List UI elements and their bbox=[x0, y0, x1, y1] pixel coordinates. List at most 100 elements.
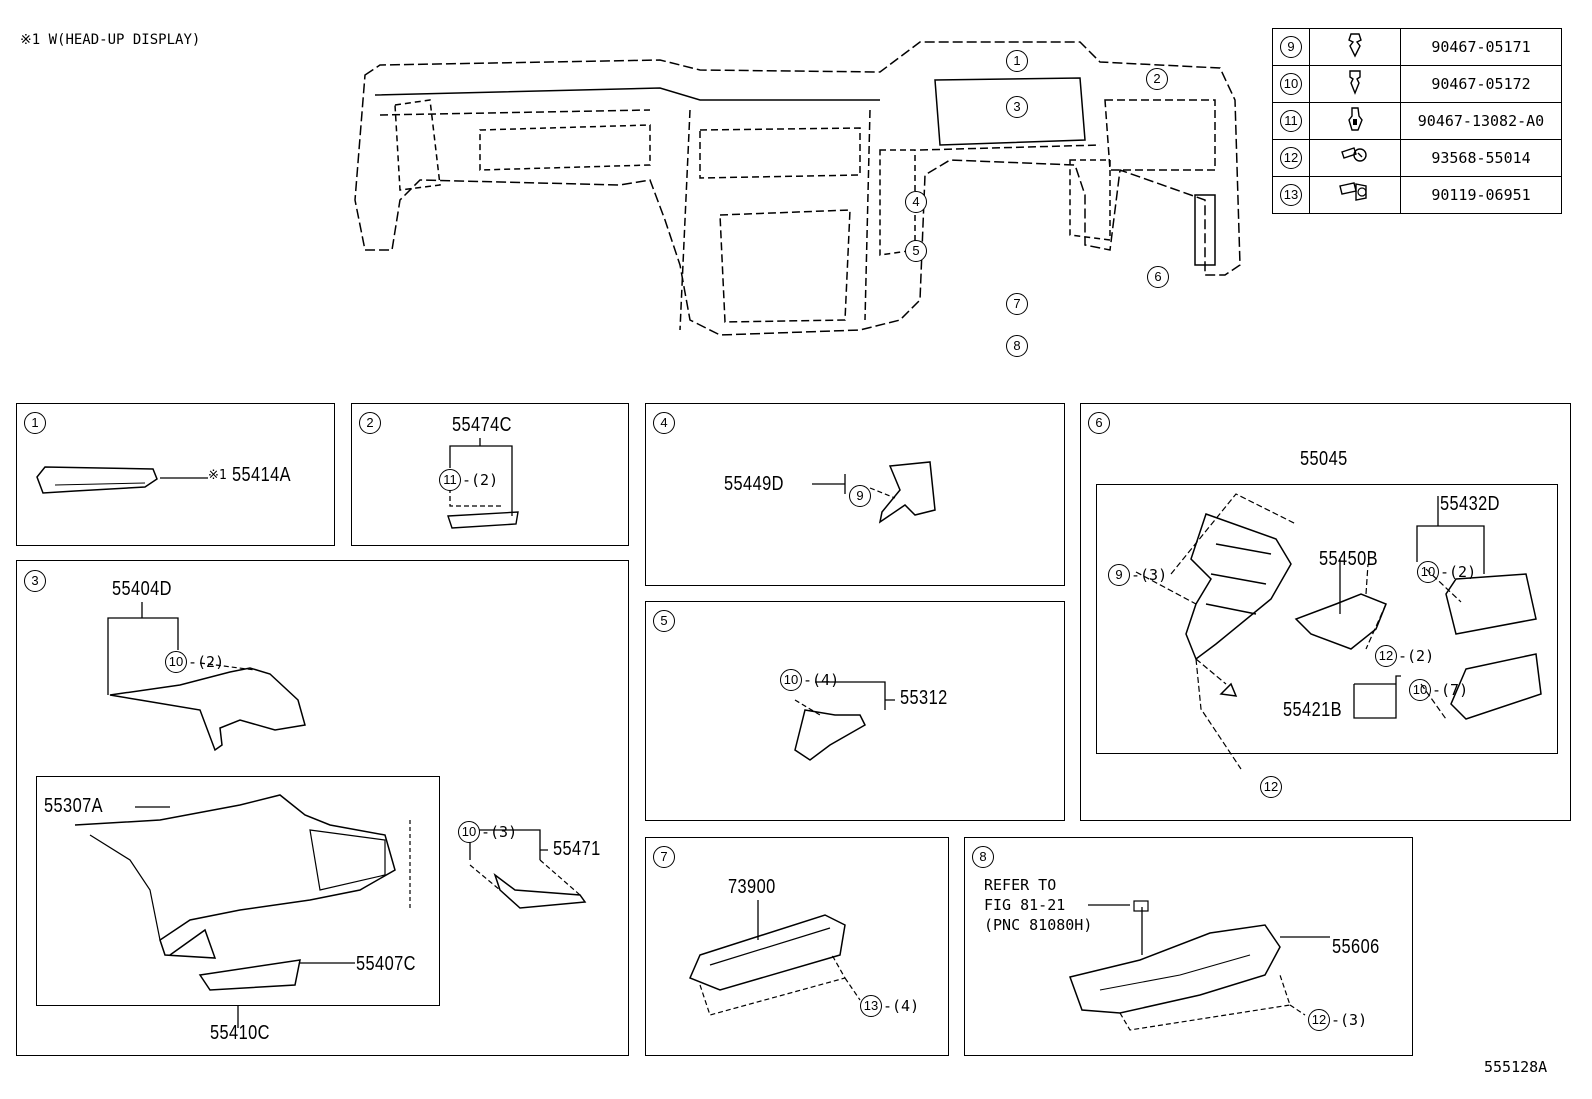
panel-2-ref: 2 bbox=[359, 412, 381, 434]
fastener-ref-10[interactable]: 10 bbox=[780, 669, 802, 691]
part-73900[interactable]: 73900 bbox=[728, 876, 776, 898]
overview-callout-1[interactable]: 1 bbox=[1006, 50, 1028, 72]
ref-13: 13 bbox=[1280, 184, 1302, 206]
fastener-ref-12[interactable]: 12 bbox=[1375, 645, 1397, 667]
panel-1 bbox=[16, 403, 335, 546]
clip-icon bbox=[1349, 70, 1361, 95]
fastener-row[interactable]: 9 90467-05171 bbox=[1272, 28, 1562, 66]
panel-6 bbox=[1080, 403, 1571, 821]
panel-3-inner-assembly bbox=[36, 776, 440, 1006]
overview-callout-3[interactable]: 3 bbox=[1006, 96, 1028, 118]
dashboard-overview-illustration bbox=[354, 41, 1241, 336]
screw-icon bbox=[1341, 147, 1367, 162]
panel-7-ref: 7 bbox=[653, 846, 675, 868]
bolt-icon bbox=[1339, 182, 1367, 201]
ref-11: 11 bbox=[1280, 110, 1302, 132]
panel-4-ref: 4 bbox=[653, 412, 675, 434]
fastener-table: 9 90467-05171 10 90467-05172 11 90467-13… bbox=[1272, 28, 1562, 214]
fastener-part-number: 90467-05171 bbox=[1400, 28, 1562, 66]
figure-code: 555128A bbox=[1484, 1058, 1548, 1076]
qty: -(2) bbox=[1398, 647, 1435, 665]
panel-4-illustration bbox=[812, 461, 936, 524]
fastener-ref-9[interactable]: 9 bbox=[1108, 564, 1130, 586]
panel-3-ref: 3 bbox=[24, 570, 46, 592]
fastener-ref-10[interactable]: 10 bbox=[458, 821, 480, 843]
panel-6-illustration bbox=[1135, 493, 1542, 770]
fastener-row[interactable]: 12 93568-55014 bbox=[1272, 139, 1562, 177]
part-55404D[interactable]: 55404D bbox=[112, 578, 172, 600]
part-55307A[interactable]: 55307A bbox=[44, 795, 104, 817]
qty: -(2) bbox=[462, 471, 499, 489]
panel-4 bbox=[645, 403, 1065, 586]
panel-8-ref: 8 bbox=[972, 846, 994, 868]
part-55606[interactable]: 55606 bbox=[1332, 936, 1380, 958]
fastener-part-number: 90467-05172 bbox=[1400, 65, 1562, 103]
fastener-part-number: 90119-06951 bbox=[1400, 176, 1562, 214]
panel-3 bbox=[16, 560, 629, 1056]
part-55407C[interactable]: 55407C bbox=[356, 953, 416, 975]
ref-10: 10 bbox=[1280, 73, 1302, 95]
part-55450B[interactable]: 55450B bbox=[1319, 548, 1379, 570]
fastener-ref-10[interactable]: 10 bbox=[1409, 679, 1431, 701]
qty: -(4) bbox=[803, 671, 840, 689]
fastener-ref-12[interactable]: 12 bbox=[1260, 776, 1282, 798]
panel-3-upper-illustration bbox=[107, 602, 306, 752]
fastener-part-number: 90467-13082-A0 bbox=[1400, 102, 1562, 140]
panel-2-leaders bbox=[447, 438, 519, 529]
qty: -(4) bbox=[883, 997, 920, 1015]
panel-3-side-illustration bbox=[469, 829, 587, 909]
fastener-ref-11[interactable]: 11 bbox=[439, 469, 461, 491]
fastener-ref-12[interactable]: 12 bbox=[1308, 1009, 1330, 1031]
panel-5-illustration bbox=[794, 681, 895, 761]
panel-6-ref: 6 bbox=[1088, 412, 1110, 434]
overview-callout-6[interactable]: 6 bbox=[1147, 266, 1169, 288]
fastener-ref-9[interactable]: 9 bbox=[849, 485, 871, 507]
leader-line bbox=[160, 477, 208, 479]
qty: -(3) bbox=[1131, 566, 1168, 584]
undercover-illustration bbox=[1069, 900, 1330, 1031]
leader-line bbox=[237, 1006, 239, 1028]
fastener-ref-13[interactable]: 13 bbox=[860, 995, 882, 1017]
clip-icon bbox=[1348, 33, 1362, 58]
ref-12: 12 bbox=[1280, 147, 1302, 169]
fastener-row[interactable]: 11 90467-13082-A0 bbox=[1272, 102, 1562, 140]
refer-to-line-2[interactable]: FIG 81-21 bbox=[984, 896, 1066, 914]
overview-callout-5[interactable]: 5 bbox=[905, 240, 927, 262]
panel-1-ref: 1 bbox=[24, 412, 46, 434]
hud-unit-illustration bbox=[689, 900, 861, 1016]
panel-5 bbox=[645, 601, 1065, 821]
qty: -(3) bbox=[481, 823, 518, 841]
overview-callout-8[interactable]: 8 bbox=[1006, 335, 1028, 357]
refer-to-line-3: (PNC 81080H) bbox=[984, 916, 1093, 934]
fastener-row[interactable]: 13 90119-06951 bbox=[1272, 176, 1562, 214]
part-55432D[interactable]: 55432D bbox=[1440, 493, 1500, 515]
qty: -(2) bbox=[188, 653, 225, 671]
part-55474C[interactable]: 55474C bbox=[452, 414, 512, 436]
part-55421B[interactable]: 55421B bbox=[1283, 699, 1343, 721]
panel-7 bbox=[645, 837, 949, 1056]
panel-6-inner-assembly bbox=[1096, 484, 1558, 754]
qty: -(3) bbox=[1331, 1011, 1368, 1029]
hud-mark: ※1 bbox=[208, 468, 227, 483]
clip-icon bbox=[1348, 107, 1363, 131]
overview-callout-4[interactable]: 4 bbox=[905, 191, 927, 213]
overview-callout-2[interactable]: 2 bbox=[1146, 68, 1168, 90]
fastener-part-number: 93568-55014 bbox=[1400, 139, 1562, 177]
part-55471[interactable]: 55471 bbox=[553, 838, 601, 860]
head-up-display-note: ※1 W(HEAD-UP DISPLAY) bbox=[20, 32, 201, 48]
panel-8 bbox=[964, 837, 1413, 1056]
part-55449D[interactable]: 55449D bbox=[724, 473, 784, 495]
panel-3-lower-illustration bbox=[74, 794, 411, 991]
overview-callout-7[interactable]: 7 bbox=[1006, 293, 1028, 315]
part-55410C[interactable]: 55410C bbox=[210, 1022, 270, 1044]
ref-9: 9 bbox=[1280, 36, 1302, 58]
part-55312[interactable]: 55312 bbox=[900, 687, 948, 709]
refer-to-line-1: REFER TO bbox=[984, 876, 1057, 894]
fastener-ref-10[interactable]: 10 bbox=[165, 651, 187, 673]
qty: -(2) bbox=[1440, 563, 1477, 581]
part-55414A[interactable]: 55414A bbox=[232, 464, 292, 486]
panel-2 bbox=[351, 403, 629, 546]
hud-cover-illustration bbox=[36, 466, 158, 494]
panel-5-ref: 5 bbox=[653, 610, 675, 632]
part-55045[interactable]: 55045 bbox=[1300, 448, 1348, 470]
